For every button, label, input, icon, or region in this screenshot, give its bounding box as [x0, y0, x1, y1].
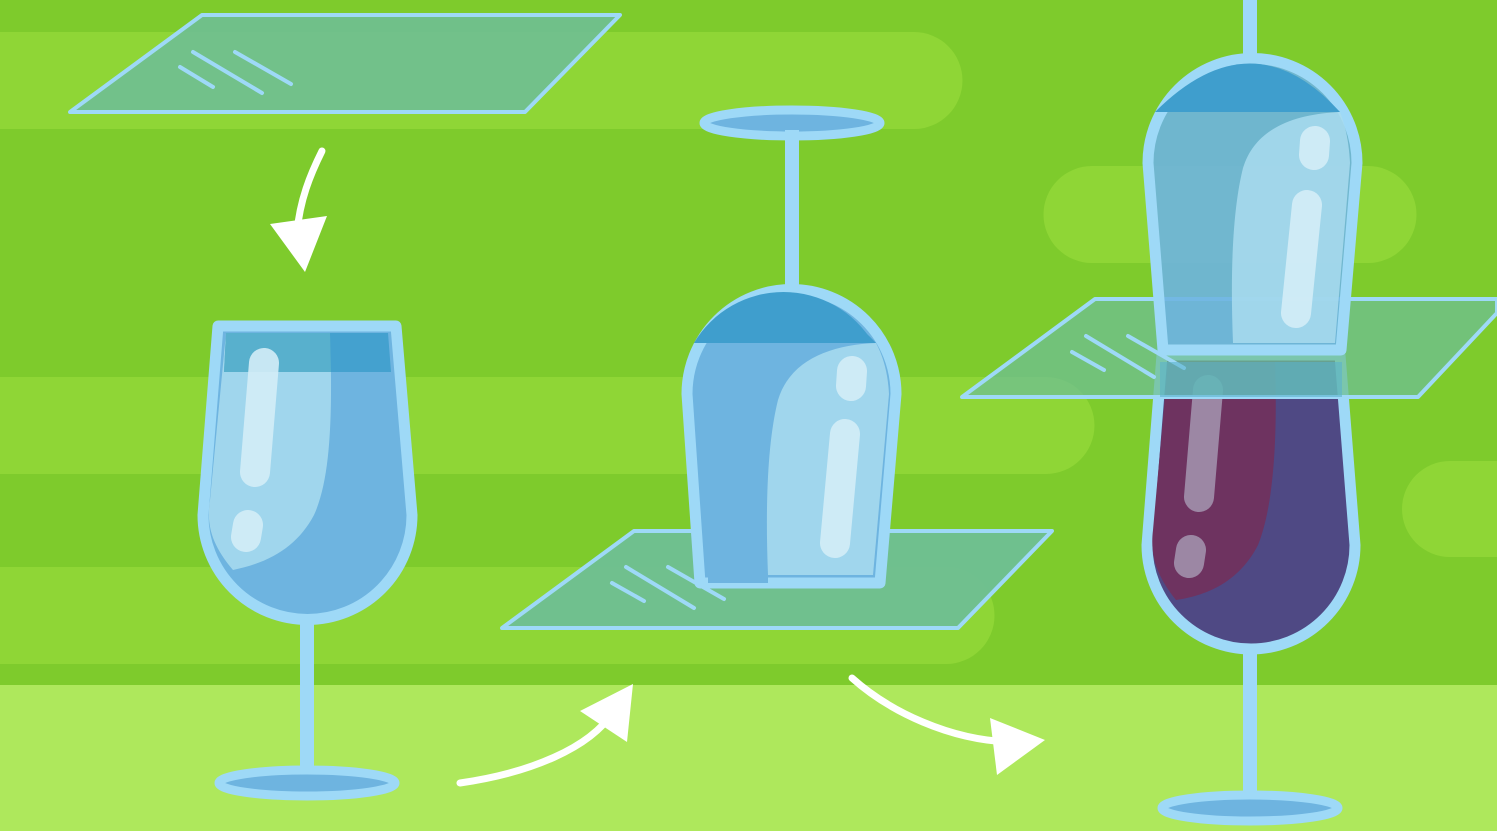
- card-water-tint: [1160, 362, 1342, 397]
